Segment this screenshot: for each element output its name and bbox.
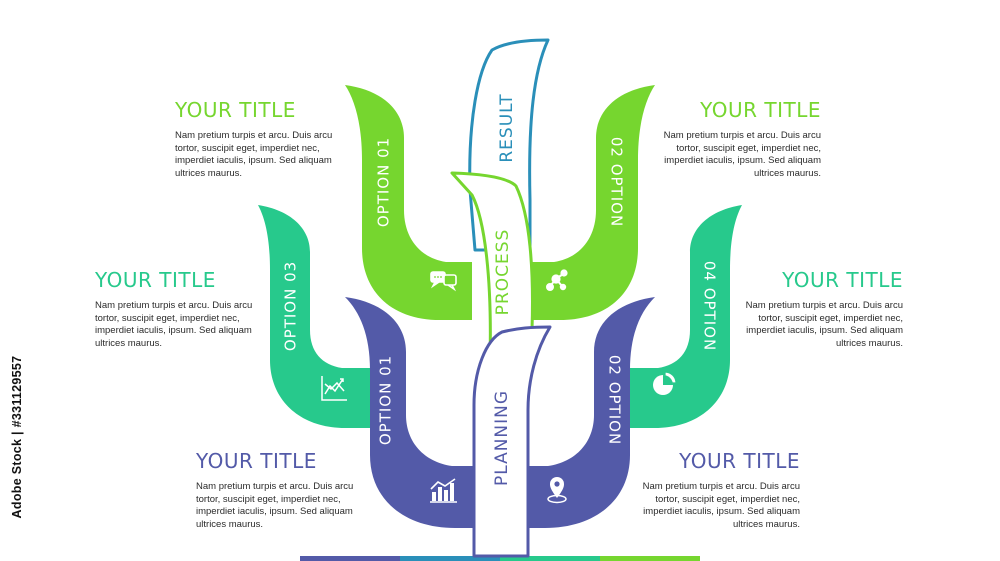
planning-stem xyxy=(472,325,552,558)
body-line: tortor, suscipit eget, imperdiet nec, xyxy=(676,142,821,154)
pie-chart-icon xyxy=(653,371,677,395)
option-label-bottom-left: OPTION 01 xyxy=(377,355,395,445)
body-line: imperdiet iaculis, ipsum. Sed aliquam xyxy=(643,506,800,518)
chat-bubbles-icon xyxy=(430,271,457,292)
body-line: Nam pretium turpis et arcu. Duis arcu xyxy=(642,481,800,492)
option-bottom-right-leaf xyxy=(522,297,655,528)
text-block-mid-right: YOUR TITLE Nam pretium turpis et arcu. D… xyxy=(643,268,903,350)
body-line: tortor, suscipit eget, imperdiet nec, xyxy=(175,142,320,154)
body-line: imperdiet iaculis, ipsum. Sed aliquam xyxy=(196,506,353,518)
molecule-icon xyxy=(546,269,568,291)
footer-segment-indigo xyxy=(300,556,400,561)
text-block-title: YOUR TITLE xyxy=(700,98,821,122)
option-label-mid-left: OPTION 03 xyxy=(282,261,300,351)
stage-label-process: PROCESS xyxy=(493,229,513,316)
text-block-body: Nam pretium turpis et arcu. Duis arcu to… xyxy=(95,300,355,350)
body-line: ultrices maurus. xyxy=(95,337,163,349)
option-top-left-leaf xyxy=(345,85,472,320)
option-top-right-leaf xyxy=(528,85,655,320)
option-label-bottom-right: 02 OPTION xyxy=(606,355,624,445)
text-block-title: YOUR TITLE xyxy=(782,268,903,292)
body-line: Nam pretium turpis et arcu. Duis arcu xyxy=(663,130,821,141)
stage-label-result: RESULT xyxy=(497,93,517,162)
body-line: tortor, suscipit eget, imperdiet nec, xyxy=(95,312,240,324)
line-chart-icon xyxy=(321,376,347,401)
option-label-top-left: OPTION 01 xyxy=(375,137,393,227)
text-block-body: Nam pretium turpis et arcu. Duis arcu to… xyxy=(196,481,456,531)
footer-segment-lime xyxy=(600,556,700,561)
body-line: ultrices maurus. xyxy=(732,518,800,530)
footer-color-bar xyxy=(300,556,700,561)
body-line: imperdiet iaculis, ipsum. Sed aliquam xyxy=(664,155,821,167)
body-line: ultrices maurus. xyxy=(175,167,243,179)
option-bottom-left-leaf xyxy=(345,297,478,528)
text-block-body: Nam pretium turpis et arcu. Duis arcu to… xyxy=(540,481,800,531)
footer-segment-blue xyxy=(400,556,500,561)
text-block-title: YOUR TITLE xyxy=(95,268,216,292)
body-line: tortor, suscipit eget, imperdiet nec, xyxy=(196,493,341,505)
text-block-bottom-left: YOUR TITLE Nam pretium turpis et arcu. D… xyxy=(196,449,456,531)
body-line: tortor, suscipit eget, imperdiet nec, xyxy=(655,493,800,505)
location-pin-icon xyxy=(547,477,567,504)
body-line: Nam pretium turpis et arcu. Duis arcu xyxy=(95,300,253,311)
body-line: imperdiet iaculis, ipsum. Sed aliquam xyxy=(746,325,903,337)
option-mid-left-leaf xyxy=(258,205,370,428)
text-block-bottom-right: YOUR TITLE Nam pretium turpis et arcu. D… xyxy=(540,449,800,531)
text-block-top-right: YOUR TITLE Nam pretium turpis et arcu. D… xyxy=(561,98,821,180)
body-line: ultrices maurus. xyxy=(196,518,264,530)
text-block-mid-left: YOUR TITLE Nam pretium turpis et arcu. D… xyxy=(95,268,355,350)
text-block-body: Nam pretium turpis et arcu. Duis arcu to… xyxy=(643,300,903,350)
footer-segment-teal xyxy=(500,556,600,561)
watermark-text: Adobe Stock | #331129557 xyxy=(10,355,24,519)
option-label-top-right: 02 OPTION xyxy=(608,137,626,227)
text-block-top-left: YOUR TITLE Nam pretium turpis et arcu. D… xyxy=(175,98,435,180)
option-label-mid-right: 04 OPTION xyxy=(701,261,719,351)
body-line: imperdiet iaculis, ipsum. Sed aliquam xyxy=(175,155,332,167)
body-line: ultrices maurus. xyxy=(753,167,821,179)
body-line: Nam pretium turpis et arcu. Duis arcu xyxy=(196,481,354,492)
body-line: Nam pretium turpis et arcu. Duis arcu xyxy=(745,300,903,311)
text-block-title: YOUR TITLE xyxy=(175,98,296,122)
body-line: ultrices maurus. xyxy=(835,337,903,349)
stage-label-planning: PLANNING xyxy=(492,390,512,486)
body-line: tortor, suscipit eget, imperdiet nec, xyxy=(758,312,903,324)
body-line: imperdiet iaculis, ipsum. Sed aliquam xyxy=(95,325,252,337)
option-mid-right-leaf xyxy=(630,205,742,428)
bar-chart-icon xyxy=(430,478,457,503)
stock-watermark: Adobe Stock | #331129557 xyxy=(4,322,30,552)
process-stem xyxy=(450,171,534,362)
text-block-body: Nam pretium turpis et arcu. Duis arcu to… xyxy=(561,130,821,180)
text-block-title: YOUR TITLE xyxy=(679,449,800,473)
body-line: Nam pretium turpis et arcu. Duis arcu xyxy=(175,130,333,141)
text-block-body: Nam pretium turpis et arcu. Duis arcu to… xyxy=(175,130,435,180)
text-block-title: YOUR TITLE xyxy=(196,449,317,473)
